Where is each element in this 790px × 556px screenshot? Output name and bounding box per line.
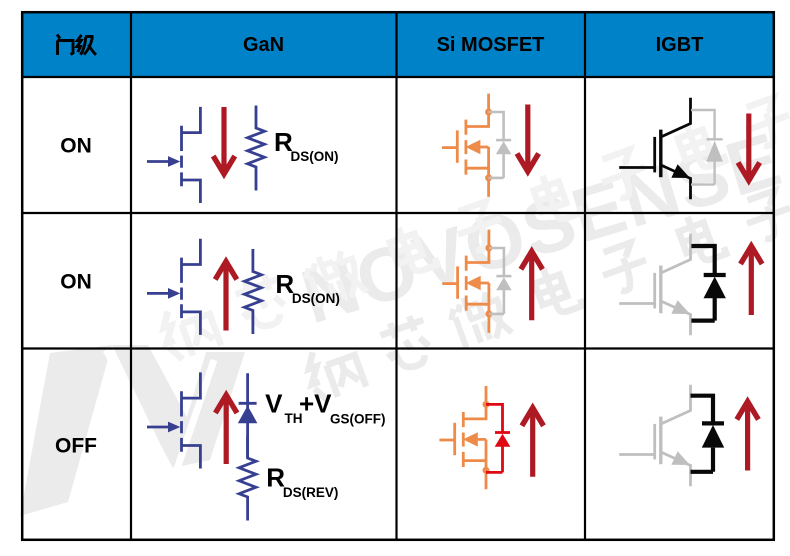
svg-text:+V: +V [299,389,332,419]
svg-text:GS(OFF): GS(OFF) [330,412,386,427]
svg-text:TH: TH [285,411,303,426]
svg-text:R: R [274,127,293,157]
svg-text:Si MOSFET: Si MOSFET [437,34,545,56]
svg-text:ON: ON [60,135,92,158]
svg-text:OFF: OFF [55,435,97,458]
svg-text:R: R [275,269,294,299]
svg-text:V: V [265,389,283,419]
svg-text:DS(ON): DS(ON) [291,149,339,164]
svg-text:ON: ON [60,271,92,294]
svg-text:DS(REV): DS(REV) [283,485,339,500]
svg-text:IGBT: IGBT [656,34,704,56]
svg-text:R: R [266,463,285,493]
svg-text:DS(ON): DS(ON) [292,291,340,306]
svg-text:GaN: GaN [243,34,284,56]
